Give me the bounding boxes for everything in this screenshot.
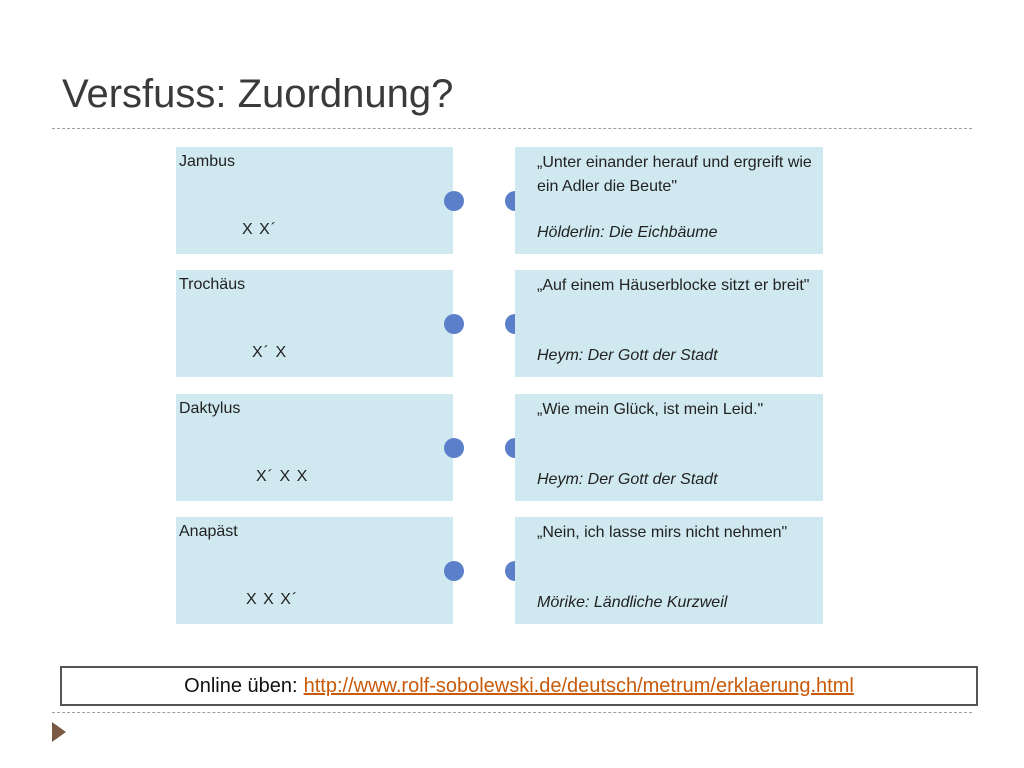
connector-dot-icon[interactable]: [444, 191, 464, 211]
meter-name: Daktylus: [179, 400, 241, 417]
quote-card-3[interactable]: „Wie mein Glück, ist mein Leid." Heym: D…: [515, 394, 823, 501]
quote-card-4[interactable]: „Nein, ich lasse mirs nicht nehmen" Möri…: [515, 517, 823, 624]
quote-source: Hölderlin: Die Eichbäume: [537, 224, 718, 241]
connector-dot-icon[interactable]: [444, 314, 464, 334]
meter-pattern: X´ X X: [256, 468, 309, 485]
meter-pattern: X´ X: [252, 344, 288, 361]
quote-source: Heym: Der Gott der Stadt: [537, 471, 718, 488]
connector-dot-icon[interactable]: [444, 561, 464, 581]
quote-text: „Auf einem Häuserblocke sitzt er breit": [537, 277, 810, 294]
triangle-bullet-icon: [52, 722, 66, 742]
quote-card-1[interactable]: „Unter einander herauf und ergreift wie …: [515, 147, 823, 254]
quote-card-2[interactable]: „Auf einem Häuserblocke sitzt er breit" …: [515, 270, 823, 377]
meter-card-trochaeus[interactable]: Trochäus X´ X: [176, 270, 453, 377]
meter-pattern: X X X´: [246, 591, 299, 608]
meter-name: Jambus: [179, 153, 236, 170]
practice-link[interactable]: http://www.rolf-sobolewski.de/deutsch/me…: [303, 674, 854, 697]
quote-source: Mörike: Ländliche Kurzweil: [537, 594, 728, 611]
meter-card-anapaest[interactable]: Anapäst X X X´: [176, 517, 453, 624]
quote-text: „Wie mein Glück, ist mein Leid.": [537, 401, 764, 418]
quote-text: „Nein, ich lasse mirs nicht nehmen": [537, 524, 788, 541]
meter-card-jambus[interactable]: Jambus X X´: [176, 147, 453, 254]
meter-name: Anapäst: [179, 523, 238, 540]
meter-card-daktylus[interactable]: Daktylus X´ X X: [176, 394, 453, 501]
quote-text: „Unter einander herauf und ergreift wie …: [537, 154, 812, 195]
slide-title: Versfuss: Zuordnung?: [62, 72, 454, 116]
footer-divider: [52, 712, 972, 713]
practice-prefix: Online üben:: [184, 674, 298, 697]
meter-pattern: X X´: [242, 221, 278, 238]
meter-name: Trochäus: [179, 276, 246, 293]
quote-source: Heym: Der Gott der Stadt: [537, 347, 718, 364]
practice-link-box: Online üben: http://www.rolf-sobolewski.…: [60, 666, 978, 706]
title-divider: [52, 128, 972, 129]
connector-dot-icon[interactable]: [444, 438, 464, 458]
